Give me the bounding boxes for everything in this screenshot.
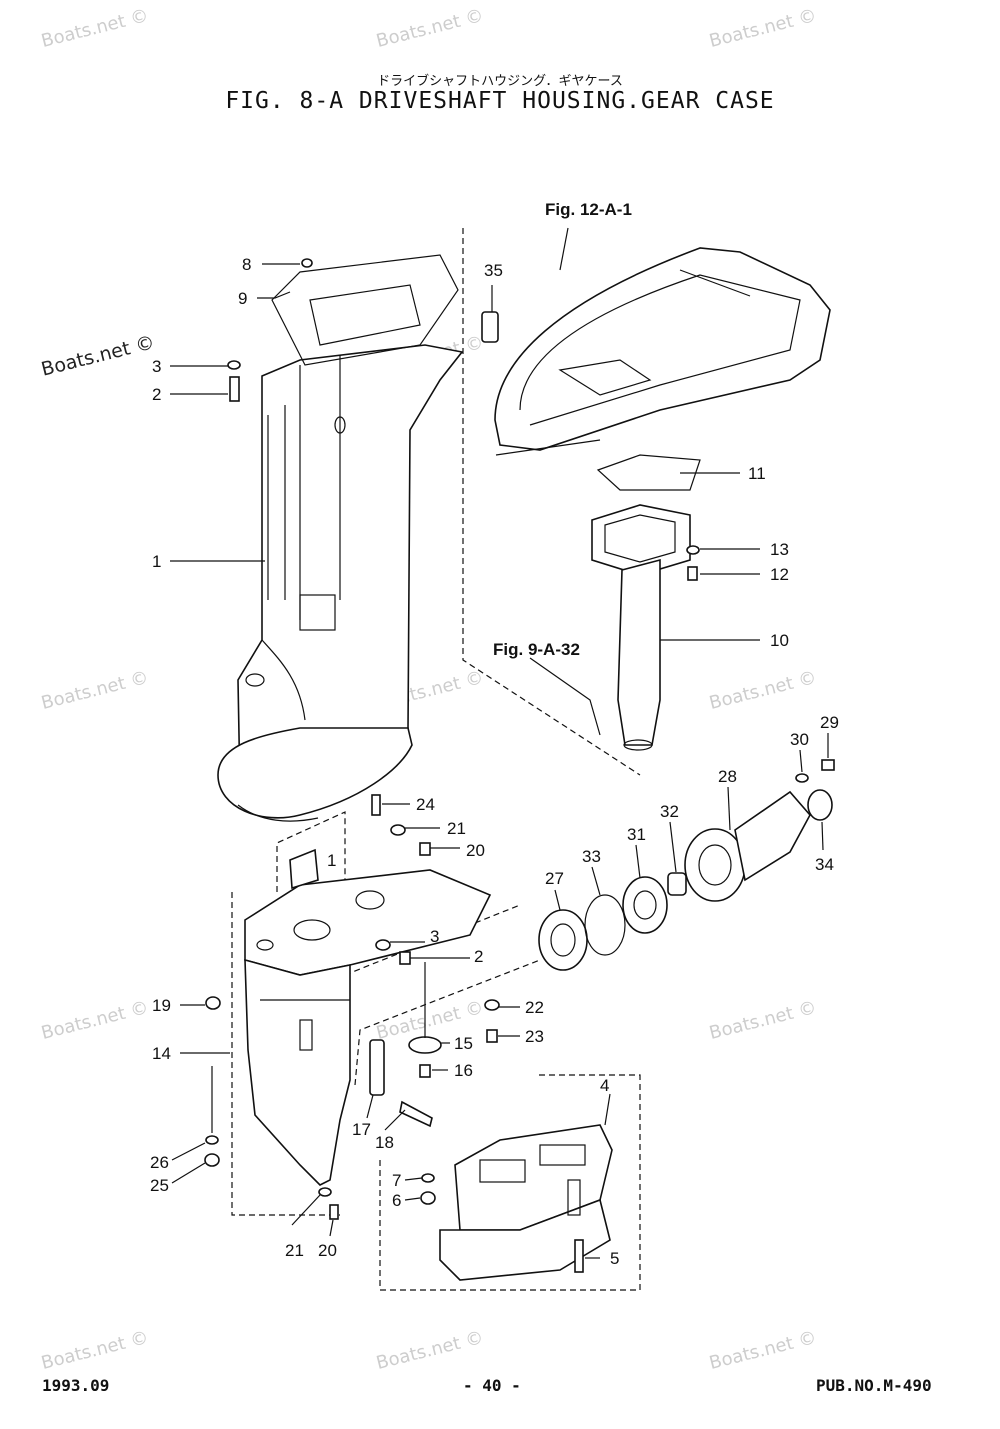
exhaust-pipe bbox=[591, 504, 691, 751]
part-label: 16 bbox=[454, 1061, 473, 1080]
part-label: 22 bbox=[525, 998, 544, 1017]
part-label: 2 bbox=[474, 947, 483, 966]
footer-page-number: - 40 - bbox=[463, 1376, 521, 1395]
part-label: 3 bbox=[152, 357, 161, 376]
fig-ref-12: Fig. 12-A-1 bbox=[545, 200, 632, 219]
page-subtitle: ドライブシャフトハウジング．ギヤケース bbox=[377, 74, 623, 89]
part-label: 28 bbox=[718, 767, 737, 786]
part-label: 13 bbox=[770, 540, 789, 559]
part-numbers: 1 2 3 8 9 35 11 13 12 10 24 21 20 1 3 2 … bbox=[150, 255, 839, 1268]
water-strainer bbox=[369, 1039, 385, 1096]
bolt bbox=[821, 759, 835, 771]
pin bbox=[574, 1239, 584, 1273]
bearing bbox=[622, 876, 668, 934]
part-label: 18 bbox=[375, 1133, 394, 1152]
seal bbox=[807, 789, 833, 821]
bolt bbox=[486, 1029, 498, 1043]
part-label: 11 bbox=[748, 464, 766, 483]
part-label: 23 bbox=[525, 1027, 544, 1046]
washer bbox=[227, 360, 241, 370]
gasket bbox=[596, 454, 701, 491]
part-label: 12 bbox=[770, 565, 789, 584]
footer-publication-number: PUB.NO.M-490 bbox=[816, 1376, 932, 1395]
part-label: 9 bbox=[238, 289, 247, 308]
part-label: 33 bbox=[582, 847, 601, 866]
footer-date: 1993.09 bbox=[42, 1376, 110, 1395]
pin bbox=[371, 794, 381, 816]
bearing bbox=[538, 909, 588, 971]
bolt bbox=[419, 1064, 431, 1078]
washer bbox=[318, 1187, 332, 1197]
lower-casing bbox=[439, 1124, 613, 1281]
driveshaft-housing bbox=[217, 344, 464, 822]
bolt bbox=[229, 376, 240, 402]
part-label: 35 bbox=[484, 261, 503, 280]
washer bbox=[484, 999, 500, 1011]
part-label: 19 bbox=[152, 996, 171, 1015]
bolt bbox=[419, 842, 431, 856]
page-title: FIG. 8-A DRIVESHAFT HOUSING.GEAR CASE bbox=[225, 88, 775, 114]
bolt bbox=[329, 1204, 339, 1220]
part-label: 5 bbox=[610, 1249, 619, 1268]
washer bbox=[686, 545, 700, 555]
part-label: 3 bbox=[430, 927, 439, 946]
bolt bbox=[687, 566, 698, 581]
part-label: 29 bbox=[820, 713, 839, 732]
washer bbox=[301, 258, 313, 268]
dashed-boundary bbox=[462, 228, 641, 776]
part-label: 8 bbox=[242, 255, 251, 274]
nut bbox=[420, 1191, 436, 1205]
part-label: 17 bbox=[352, 1120, 371, 1139]
part-label: 7 bbox=[392, 1171, 401, 1190]
plate bbox=[408, 1036, 442, 1054]
part-label: 21 bbox=[447, 819, 466, 838]
bottom-cowling bbox=[494, 247, 831, 456]
part-label: 21 bbox=[285, 1241, 304, 1260]
leader-lines bbox=[170, 227, 829, 1259]
washer bbox=[205, 1135, 219, 1145]
part-label: 32 bbox=[660, 802, 679, 821]
fig-ref-9: Fig. 9-A-32 bbox=[493, 640, 580, 659]
washer bbox=[375, 939, 391, 951]
part-label: 2 bbox=[152, 385, 161, 404]
bolt bbox=[399, 1100, 433, 1128]
part-label: 34 bbox=[815, 855, 834, 874]
part-label: 4 bbox=[600, 1076, 609, 1095]
dashed-boundary bbox=[231, 892, 340, 1216]
part-label: 15 bbox=[454, 1034, 473, 1053]
gasket bbox=[271, 254, 459, 366]
part-label: 1 bbox=[327, 851, 336, 870]
part-label: 30 bbox=[790, 730, 809, 749]
part-label: 31 bbox=[627, 825, 646, 844]
dashed-boundary bbox=[354, 959, 541, 1086]
part-label: 26 bbox=[150, 1153, 169, 1172]
o-ring bbox=[584, 894, 626, 956]
washer bbox=[795, 773, 809, 783]
washer bbox=[390, 824, 406, 836]
part-label: 20 bbox=[318, 1241, 337, 1260]
pump-housing bbox=[684, 790, 811, 902]
part-label: 1 bbox=[152, 552, 161, 571]
part-label: 6 bbox=[392, 1191, 401, 1210]
rubber-mount bbox=[481, 311, 499, 343]
bolt bbox=[399, 951, 411, 965]
dashed-boundary bbox=[379, 1074, 641, 1291]
gear-case bbox=[244, 848, 492, 1186]
nut bbox=[205, 996, 221, 1010]
part-label: 24 bbox=[416, 795, 435, 814]
washer bbox=[421, 1173, 435, 1183]
part-label: 20 bbox=[466, 841, 485, 860]
bushing bbox=[667, 872, 687, 896]
part-label: 27 bbox=[545, 869, 564, 888]
nut bbox=[204, 1153, 220, 1167]
part-label: 10 bbox=[770, 631, 789, 650]
part-label: 14 bbox=[152, 1044, 171, 1063]
part-label: 25 bbox=[150, 1176, 169, 1195]
